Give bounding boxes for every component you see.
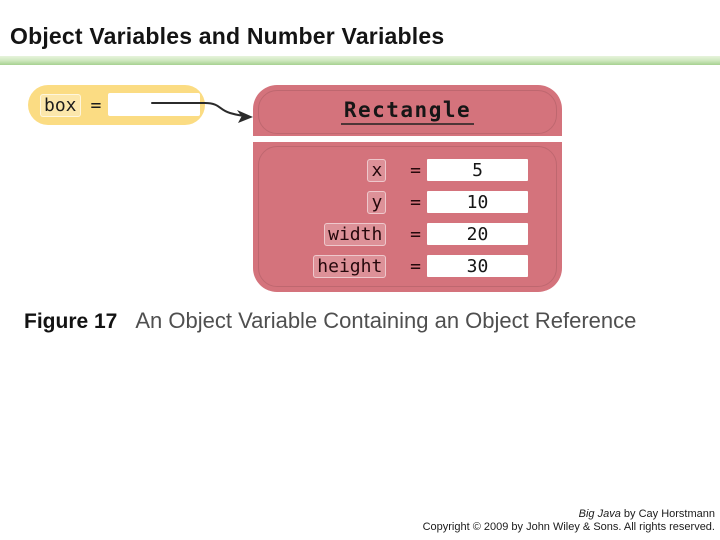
equals-sign: = — [410, 159, 421, 181]
figure-caption: Figure 17 An Object Variable Containing a… — [24, 308, 636, 334]
page-title: Object Variables and Number Variables — [10, 23, 445, 49]
figure-number: Figure 17 — [24, 310, 118, 333]
variable-pill-box: box = — [28, 85, 205, 125]
variable-name: box — [40, 93, 81, 117]
equals-sign: = — [410, 191, 421, 213]
field-row-width: width = 20 — [253, 222, 562, 246]
field-row-y: y = 10 — [253, 190, 562, 214]
field-name: y — [367, 190, 387, 214]
object-box-rectangle: Rectangle x = 5 y = 10 width = 20 height… — [253, 85, 562, 292]
field-value-box: 30 — [427, 255, 528, 277]
book-attribution: by Cay Horstmann — [620, 508, 715, 520]
field-label: height = — [253, 254, 421, 278]
footer-book-line: Big Java by Cay Horstmann — [423, 508, 715, 521]
field-row-x: x = 5 — [253, 158, 562, 182]
variable-label-row: box = — [40, 85, 101, 125]
object-class-name: Rectangle — [253, 98, 562, 125]
field-name: x — [367, 158, 387, 182]
book-title: Big Java — [578, 508, 621, 520]
field-value-box: 10 — [427, 191, 528, 213]
field-label: x = — [253, 158, 421, 182]
copyright-footer: Big Java by Cay Horstmann Copyright © 20… — [423, 508, 715, 534]
field-value-box: 5 — [427, 159, 528, 181]
field-label: y = — [253, 190, 421, 214]
equals-sign: = — [410, 223, 421, 245]
field-value-box: 20 — [427, 223, 528, 245]
equals-sign: = — [90, 94, 102, 116]
object-divider — [253, 136, 562, 142]
footer-copyright-line: Copyright © 2009 by John Wiley & Sons. A… — [422, 521, 715, 533]
reference-arrow-icon — [151, 102, 253, 123]
title-underline-bar — [0, 56, 720, 65]
field-row-height: height = 30 — [253, 254, 562, 278]
figure-caption-text: An Object Variable Containing an Object … — [135, 308, 637, 333]
field-name: height — [313, 254, 387, 278]
field-name: width — [324, 222, 387, 246]
field-label: width = — [253, 222, 421, 246]
variable-value-slot — [108, 93, 200, 116]
equals-sign: = — [410, 255, 421, 277]
